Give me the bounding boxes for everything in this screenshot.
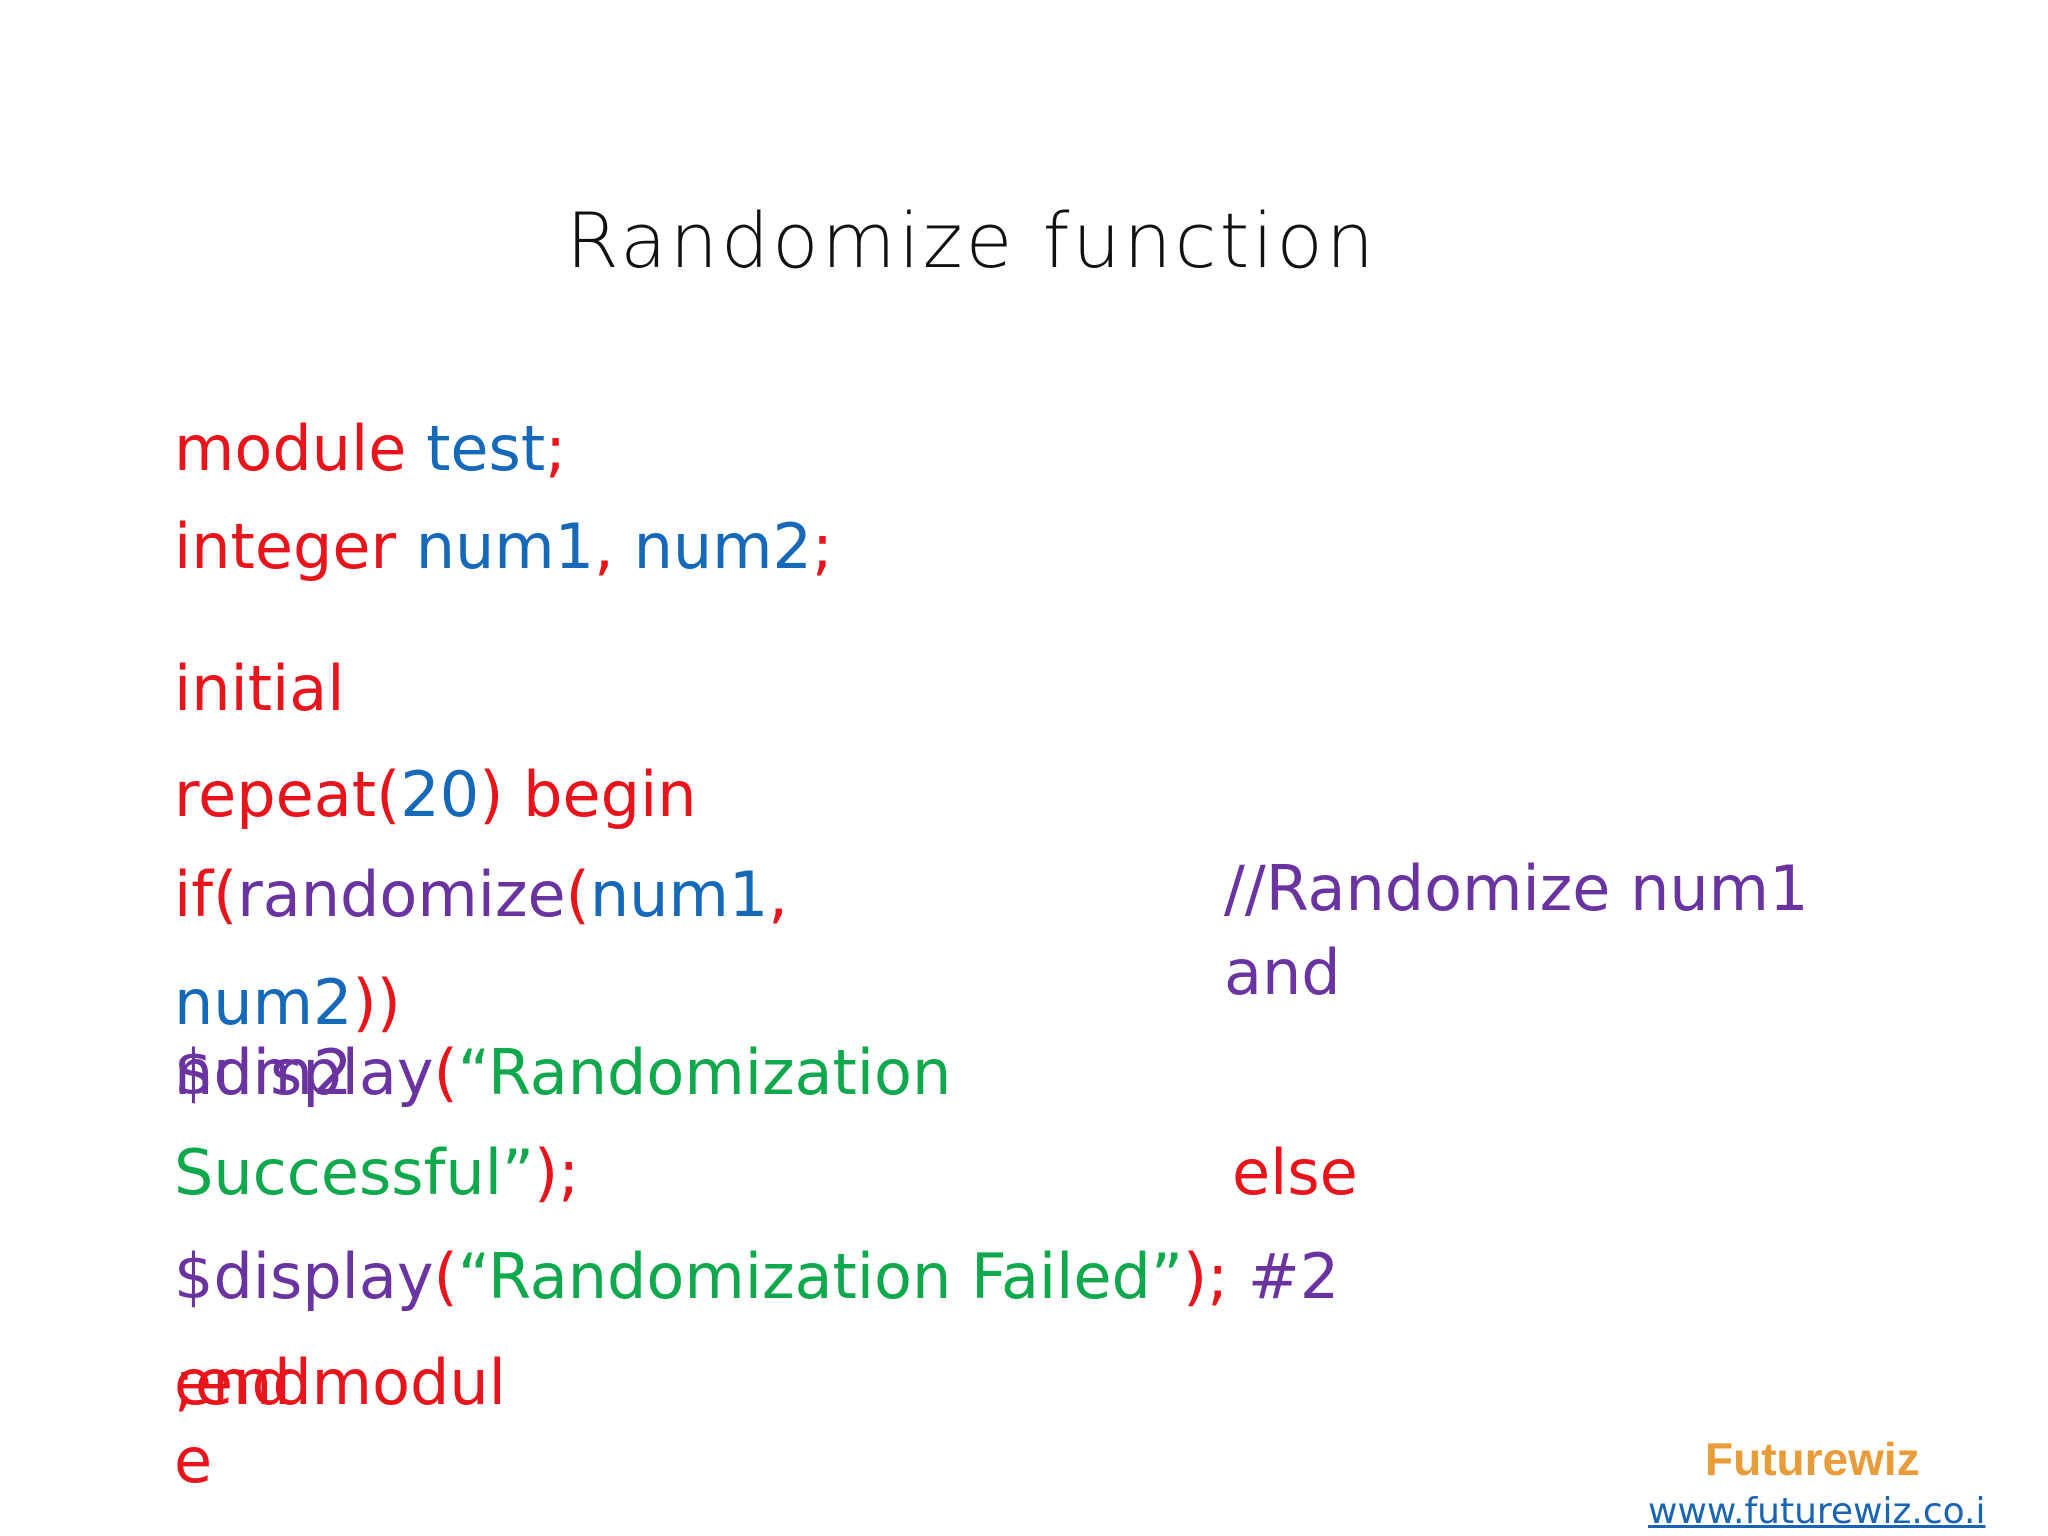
- overlap-num2: num2: [174, 1036, 353, 1109]
- arg-num1: num1: [589, 858, 769, 931]
- keyword-integer: integer: [174, 510, 396, 583]
- paren-close: ): [479, 758, 504, 831]
- code-comment-line1: //Randomize num1: [1224, 852, 1809, 925]
- code-line-display-failed: $display(“Randomization Failed”); #2: [174, 1240, 1339, 1313]
- code-line-display-success: num2 $display(“Randomization: [174, 1036, 951, 1109]
- code-line-successful: Successful”);: [174, 1136, 579, 1209]
- string-randomization: “Randomization: [457, 1036, 952, 1109]
- var-num2: num2: [633, 510, 812, 583]
- website-link[interactable]: www.futurewiz.co.in: [1648, 1492, 1986, 1536]
- keyword-module: module: [174, 412, 407, 485]
- keyword-endmodule: endmodul: [194, 1346, 506, 1419]
- brand-logo-text: Futurewiz: [1705, 1433, 1920, 1485]
- delay-value: #2: [1247, 1240, 1340, 1313]
- paren-open: (: [433, 1240, 458, 1313]
- comma: ,: [768, 858, 789, 931]
- keyword-if: if: [174, 858, 214, 931]
- repeat-count: 20: [400, 758, 480, 831]
- paren-semicolon: );: [534, 1136, 580, 1209]
- paren-open: (: [213, 858, 238, 931]
- paren-open: (: [376, 758, 401, 831]
- code-comment-line2: and: [1224, 936, 1341, 1009]
- paren-close: )): [352, 966, 401, 1039]
- semicolon: ;: [174, 1346, 195, 1419]
- code-line-if: if(randomize(num1,: [174, 858, 788, 931]
- keyword-repeat: repeat: [174, 758, 377, 831]
- system-task-display: $display: [174, 1036, 434, 1109]
- string-successful: Successful”: [174, 1136, 535, 1209]
- paren-open: (: [433, 1036, 458, 1109]
- code-line-initial: initial: [174, 652, 345, 725]
- semicolon: ;: [812, 510, 833, 583]
- overlap-end: end: [174, 1346, 291, 1419]
- semicolon: ;: [545, 412, 567, 485]
- keyword-begin: begin: [523, 758, 697, 831]
- code-line-endmodule: end ;endmodul: [174, 1346, 506, 1419]
- keyword-else: else: [1232, 1136, 1358, 1209]
- keyword-endmodule-tail: e: [174, 1424, 213, 1497]
- arg-num2: num2: [174, 966, 353, 1039]
- string-failed: Failed”: [970, 1240, 1184, 1313]
- code-line-repeat: repeat(20) begin: [174, 758, 697, 831]
- code-line-integer: integer num1, num2;: [174, 510, 833, 583]
- var-num1: num1: [415, 510, 595, 583]
- code-line-module: module test;: [174, 412, 566, 485]
- module-name: test: [426, 412, 546, 485]
- function-randomize: randomize: [237, 858, 566, 931]
- system-task-display: $display: [174, 1240, 434, 1313]
- slide-title: Randomize function: [566, 196, 1378, 285]
- paren-open: (: [565, 858, 590, 931]
- string-randomization: “Randomization: [457, 1240, 952, 1313]
- comma: ,: [594, 510, 614, 583]
- code-line-num2: num2)): [174, 966, 401, 1039]
- paren-semicolon: );: [1183, 1240, 1229, 1313]
